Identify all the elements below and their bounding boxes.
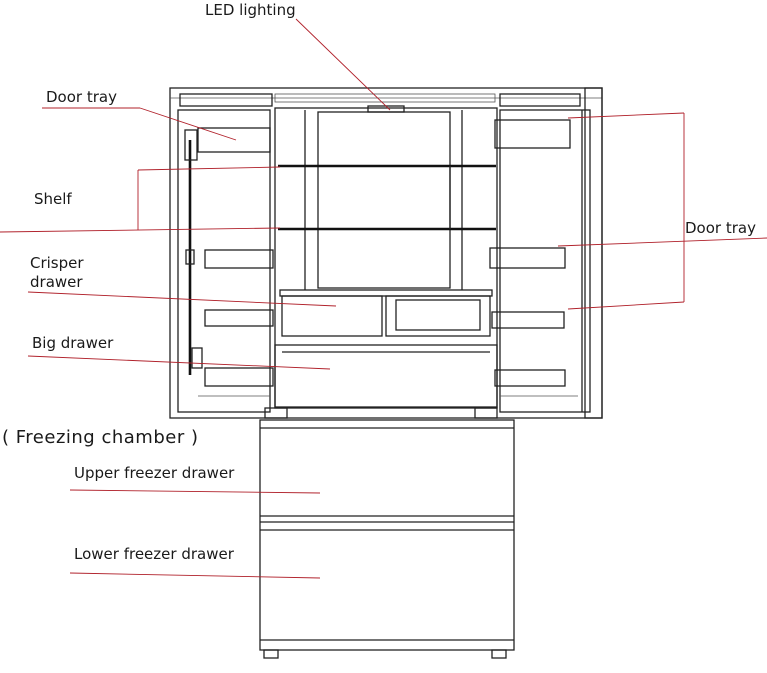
upper-freezer-drawer-label: Upper freezer drawer — [74, 464, 235, 482]
lower-freezer-drawer-label: Lower freezer drawer — [74, 545, 234, 563]
crisper-drawer-label-line2: drawer — [30, 273, 83, 291]
door-tray-right-label: Door tray — [685, 219, 756, 237]
shelf-label: Shelf — [34, 190, 72, 208]
big-drawer-label: Big drawer — [32, 334, 114, 352]
leader-lines — [0, 18, 767, 579]
led-lighting-label: LED lighting — [205, 1, 296, 19]
freezing-chamber — [259, 419, 515, 659]
fresh-food-compartment — [169, 87, 603, 419]
door-tray-left-label: Door tray — [46, 88, 117, 106]
crisper-drawer-label-line1: Crisper — [30, 254, 84, 272]
freezing-chamber-label: ( Freezing chamber ) — [2, 427, 199, 448]
